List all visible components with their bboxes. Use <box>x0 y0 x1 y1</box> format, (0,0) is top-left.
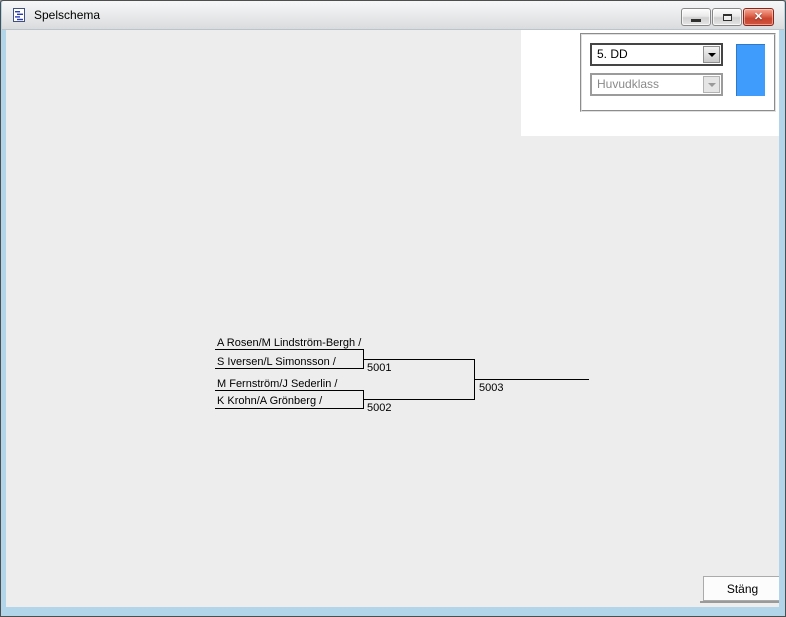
class-dropdown-value: 5. DD <box>597 47 628 61</box>
bracket-winner-line <box>474 379 589 380</box>
subclass-dropdown: Huvudklass <box>590 73 723 96</box>
match-number-5002: 5002 <box>367 402 392 414</box>
maximize-icon <box>722 13 732 21</box>
close-window-button[interactable]: ✕ <box>743 8 774 26</box>
class-dropdown-button[interactable] <box>703 46 720 63</box>
subclass-dropdown-value: Huvudklass <box>597 77 660 91</box>
minimize-icon <box>691 19 701 22</box>
client-area: 5. DD Huvudklass A Rosen/M Lindström-Ber… <box>6 30 779 607</box>
chevron-down-icon <box>707 82 716 87</box>
window-icon <box>13 8 25 22</box>
minimize-button[interactable] <box>681 8 711 26</box>
maximize-button[interactable] <box>712 8 742 26</box>
class-color-swatch <box>736 44 765 96</box>
bracket-entry-2: S Iversen/L Simonsson / <box>217 356 336 368</box>
bracket-entry-1: A Rosen/M Lindström-Bergh / <box>217 337 362 349</box>
titlebar: Spelschema ✕ <box>2 1 784 30</box>
window-controls: ✕ <box>680 8 774 26</box>
bracket-line <box>215 408 363 409</box>
class-selector-groupbox: 5. DD Huvudklass <box>580 33 776 112</box>
close-icon: ✕ <box>753 10 764 23</box>
match-number-5003: 5003 <box>479 382 504 394</box>
bracket-line <box>215 390 363 391</box>
window-title: Spelschema <box>34 8 101 22</box>
close-button-label: Stäng <box>726 581 759 596</box>
bracket-line <box>363 399 475 400</box>
match-number-5001: 5001 <box>367 362 392 374</box>
bracket-line <box>363 359 475 360</box>
tournament-bracket: A Rosen/M Lindström-Bergh / S Iversen/L … <box>6 30 779 607</box>
bracket-entry-4: K Krohn/A Grönberg / <box>217 395 323 407</box>
close-button-shadow <box>700 601 779 603</box>
subclass-dropdown-button <box>703 76 720 93</box>
bracket-line <box>215 349 363 350</box>
bracket-entry-3: M Fernström/J Sederlin / <box>217 378 338 390</box>
class-dropdown[interactable]: 5. DD <box>590 43 723 66</box>
chevron-down-icon <box>707 52 716 57</box>
close-button[interactable]: Stäng <box>703 576 779 601</box>
bracket-line <box>215 368 363 369</box>
